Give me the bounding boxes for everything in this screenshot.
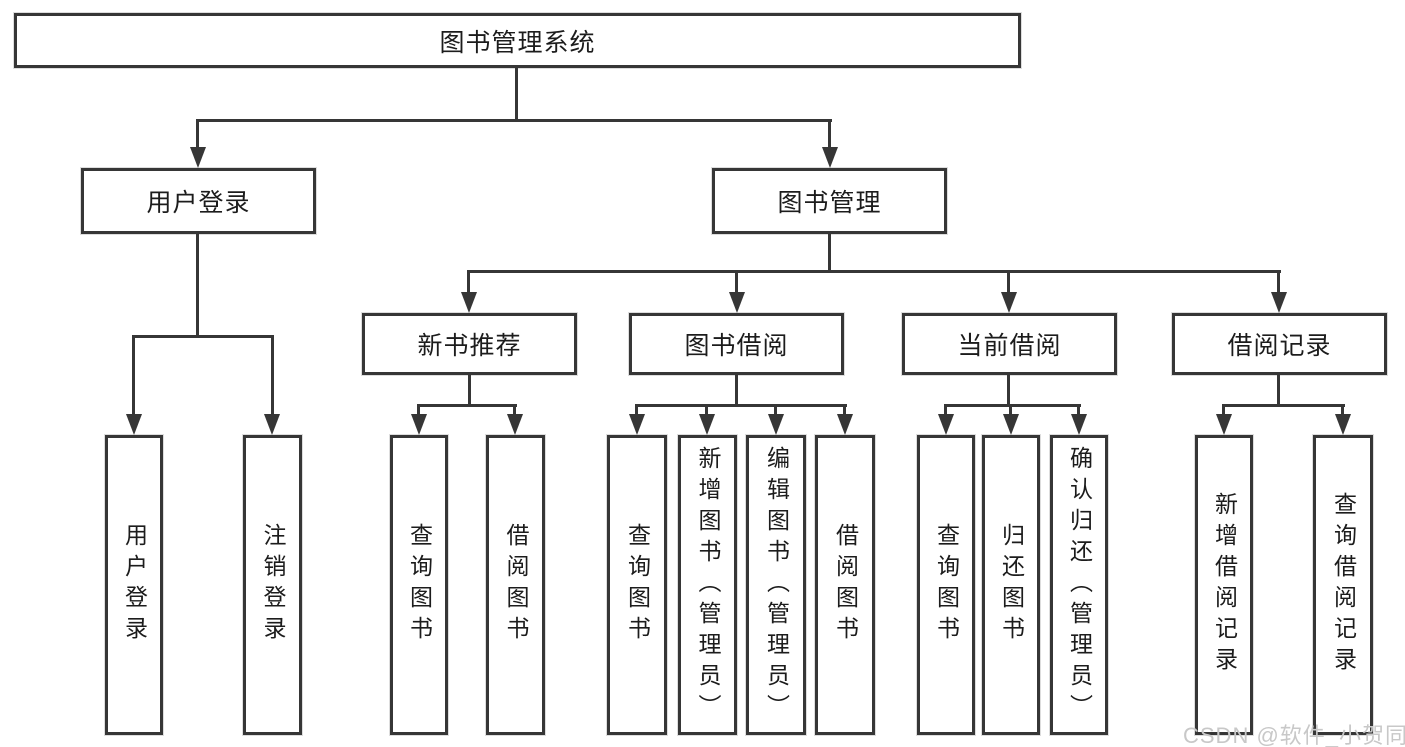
leaf-borrow-book: 借阅图书 (815, 435, 875, 735)
node-book-borrow-label: 图书借阅 (684, 332, 789, 360)
leaf-borrow-add-admin-label: 新增图书（管理员） (695, 445, 721, 725)
node-new-book-recommend-label: 新书推荐 (417, 332, 522, 360)
leaf-borrow-query: 查询图书 (607, 435, 667, 735)
connector-root-stub (515, 66, 518, 122)
node-borrow-record: 借阅记录 (1172, 313, 1387, 375)
arrow-down-icon (1335, 414, 1351, 435)
connector-root-shaft-1 (196, 119, 199, 150)
connector-borrow-shaft-3 (774, 404, 777, 417)
connector-newbook-hline (417, 404, 517, 407)
connector-bookmgmt-shaft-2 (735, 270, 738, 295)
leaf-record-add: 新增借阅记录 (1195, 435, 1253, 735)
leaf-newbook-borrow-label: 借阅图书 (503, 523, 529, 647)
arrow-down-icon (629, 414, 645, 435)
arrow-down-icon (822, 147, 838, 168)
leaf-logout: 注销登录 (243, 435, 302, 735)
connector-newbook-shaft-2 (513, 404, 516, 417)
arrow-down-icon (1271, 292, 1287, 313)
arrow-down-icon (507, 414, 523, 435)
arrow-down-icon (461, 292, 477, 313)
leaf-borrow-edit-admin: 编辑图书（管理员） (746, 435, 806, 735)
connector-root-shaft-2 (828, 119, 831, 150)
connector-userlogin-hline (132, 335, 274, 338)
node-user-login-label: 用户登录 (146, 189, 251, 217)
connector-bookmgmt-hline (467, 270, 1281, 273)
connector-current-shaft-1 (944, 404, 947, 417)
leaf-current-query-label: 查询图书 (933, 523, 960, 647)
node-book-management: 图书管理 (712, 168, 947, 234)
connector-current-shaft-2 (1009, 404, 1012, 417)
connector-current-hline (944, 404, 1081, 407)
connector-record-shaft-2 (1341, 404, 1344, 417)
node-current-borrow: 当前借阅 (902, 313, 1117, 375)
connector-userlogin-stub (196, 234, 199, 338)
arrow-down-icon (411, 414, 427, 435)
leaf-borrow-add-admin: 新增图书（管理员） (678, 435, 737, 735)
connector-record-stub (1277, 375, 1280, 407)
connector-userlogin-shaft-1 (132, 335, 135, 417)
arrow-down-icon (1071, 414, 1087, 435)
leaf-record-query-label: 查询借阅记录 (1330, 492, 1357, 678)
arrow-down-icon (264, 414, 280, 435)
leaf-current-return: 归还图书 (982, 435, 1040, 735)
connector-bookmgmt-shaft-3 (1007, 270, 1010, 295)
connector-root-hline (196, 119, 832, 122)
leaf-borrow-edit-admin-label: 编辑图书（管理员） (763, 445, 790, 725)
leaf-newbook-query-label: 查询图书 (406, 523, 433, 647)
node-book-borrow: 图书借阅 (629, 313, 844, 375)
node-new-book-recommend: 新书推荐 (362, 313, 577, 375)
arrow-down-icon (126, 414, 142, 435)
leaf-logout-label: 注销登录 (260, 523, 286, 647)
arrow-down-icon (768, 414, 784, 435)
arrow-down-icon (938, 414, 954, 435)
arrow-down-icon (1001, 292, 1017, 313)
leaf-current-confirm-return-admin-label: 确认归还（管理员） (1066, 445, 1093, 725)
arrow-down-icon (1216, 414, 1232, 435)
node-book-management-label: 图书管理 (777, 189, 882, 217)
node-borrow-record-label: 借阅记录 (1227, 332, 1332, 360)
leaf-record-query: 查询借阅记录 (1313, 435, 1373, 735)
arrow-down-icon (190, 147, 206, 168)
connector-borrow-shaft-4 (843, 404, 846, 417)
connector-newbook-shaft-1 (417, 404, 420, 417)
connector-newbook-stub (468, 375, 471, 407)
arrow-down-icon (699, 414, 715, 435)
connector-borrow-stub (735, 375, 738, 407)
connector-current-stub (1007, 375, 1010, 407)
connector-record-shaft-1 (1222, 404, 1225, 417)
leaf-borrow-book-label: 借阅图书 (832, 523, 859, 647)
connector-record-hline (1222, 404, 1345, 407)
csdn-watermark: CSDN @软件_小贺同学 (1183, 723, 1405, 747)
node-root-label: 图书管理系统 (439, 28, 596, 57)
leaf-current-query: 查询图书 (917, 435, 975, 735)
node-user-login: 用户登录 (81, 168, 316, 234)
arrow-down-icon (1003, 414, 1019, 435)
arrow-down-icon (729, 292, 745, 313)
connector-borrow-shaft-2 (705, 404, 708, 417)
leaf-user-login: 用户登录 (105, 435, 163, 735)
leaf-borrow-query-label: 查询图书 (624, 523, 651, 647)
node-current-borrow-label: 当前借阅 (957, 332, 1062, 360)
leaf-current-return-label: 归还图书 (998, 523, 1025, 647)
connector-bookmgmt-stub (828, 234, 831, 273)
connector-borrow-shaft-1 (635, 404, 638, 417)
leaf-newbook-query: 查询图书 (390, 435, 448, 735)
connector-bookmgmt-shaft-4 (1277, 270, 1280, 295)
connector-bookmgmt-shaft-1 (467, 270, 470, 295)
leaf-newbook-borrow: 借阅图书 (486, 435, 545, 735)
node-root: 图书管理系统 (14, 13, 1021, 68)
connector-userlogin-shaft-2 (271, 335, 274, 417)
leaf-record-add-label: 新增借阅记录 (1211, 492, 1238, 678)
arrow-down-icon (837, 414, 853, 435)
connector-current-shaft-3 (1077, 404, 1080, 417)
leaf-user-login-label: 用户登录 (121, 523, 148, 647)
leaf-current-confirm-return-admin: 确认归还（管理员） (1050, 435, 1108, 735)
connector-borrow-hline (635, 404, 847, 407)
